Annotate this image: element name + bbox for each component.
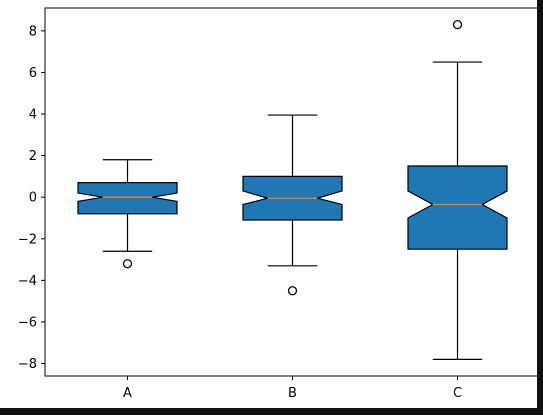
x-axis: A B C [123, 376, 462, 401]
window-border-bottom [0, 408, 543, 415]
x-tick-label: C [453, 386, 462, 401]
box-group-C [407, 19, 508, 360]
y-tick-label: 2 [29, 149, 37, 164]
y-tick-label: 6 [29, 66, 37, 81]
y-tick-label: −4 [18, 274, 37, 289]
y-tick-label: −6 [18, 315, 37, 330]
box-group-A [77, 159, 178, 269]
outlier-point [122, 259, 133, 269]
y-axis: −8 −6 −4 −2 0 2 4 6 8 [18, 24, 45, 372]
x-tick-label: B [288, 386, 297, 401]
box-C [407, 165, 508, 250]
outlier-point [287, 286, 298, 296]
plot-area [77, 19, 508, 360]
y-tick-label: 8 [29, 24, 37, 39]
x-tick-label: A [123, 386, 132, 401]
y-tick-label: −2 [18, 232, 37, 247]
outlier-point [452, 19, 463, 30]
box-group-B [242, 114, 343, 296]
y-tick-label: 4 [29, 108, 37, 123]
box-A [77, 182, 178, 215]
y-tick-label: 0 [29, 191, 37, 206]
y-tick-label: −8 [18, 357, 37, 372]
window-border-right [537, 0, 543, 415]
